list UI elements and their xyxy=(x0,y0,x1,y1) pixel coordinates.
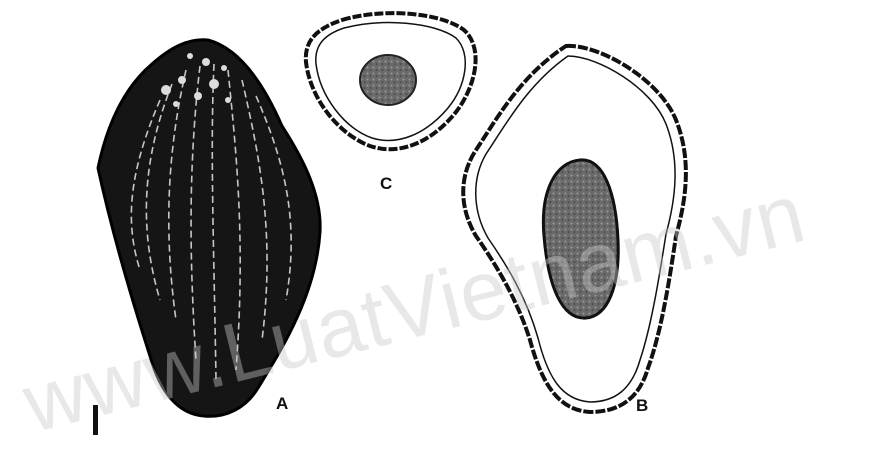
seed-c-section xyxy=(306,13,476,149)
seed-b-section xyxy=(463,46,686,412)
seed-c-kernel xyxy=(360,55,416,105)
label-b: B xyxy=(636,396,648,416)
label-a: A xyxy=(276,394,288,414)
label-c: C xyxy=(380,174,392,194)
seed-a-whole xyxy=(98,40,320,417)
scale-bar xyxy=(93,405,98,435)
